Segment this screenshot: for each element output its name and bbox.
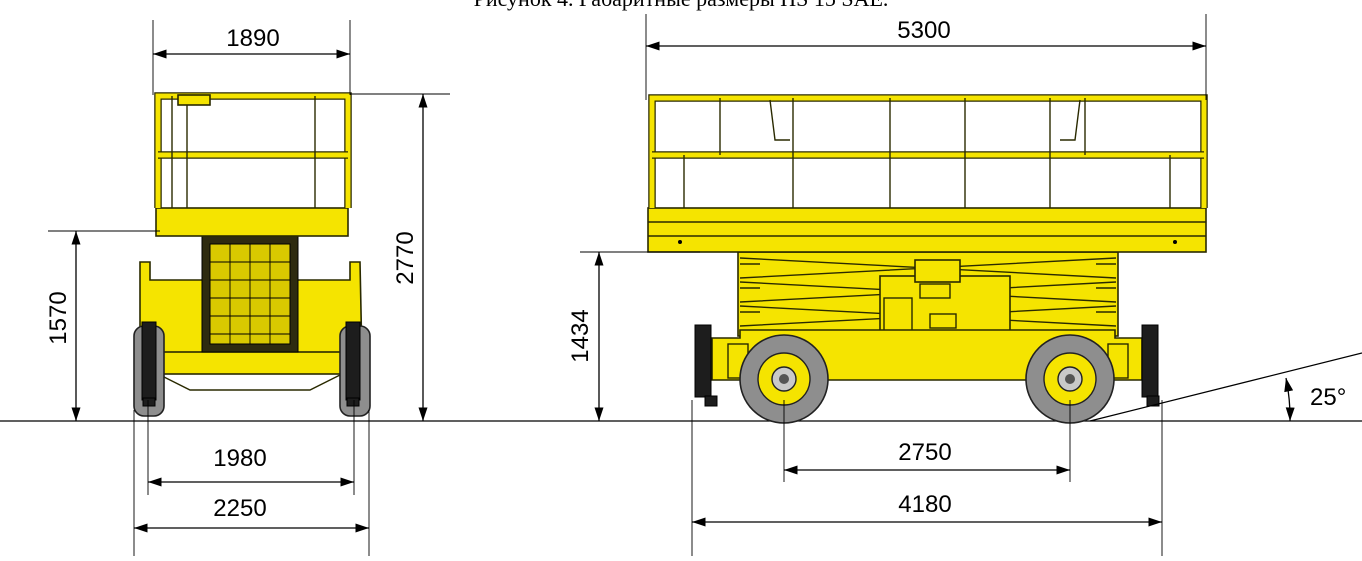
- front-dimensions: [48, 20, 450, 556]
- front-view-machine: [133, 92, 371, 417]
- side-view-machine: [647, 94, 1208, 424]
- dim-front-overall-width: 2250: [213, 495, 266, 522]
- dim-side-wheelbase: 2750: [898, 439, 951, 466]
- dim-side-platform-height: 1434: [567, 309, 594, 362]
- dim-front-total-height: 2770: [392, 231, 419, 284]
- dim-front-track: 1980: [213, 445, 266, 472]
- figure-caption: Рисунок 4. Габаритные размеры HS 15 SAE.: [0, 0, 1362, 12]
- side-dimensions: [580, 14, 1362, 556]
- dim-front-platform-height: 1570: [45, 291, 72, 344]
- dim-side-overall-length: 4180: [898, 491, 951, 518]
- dim-front-platform-width: 1890: [226, 25, 279, 52]
- dim-side-ramp-angle: 25°: [1310, 384, 1346, 411]
- dim-side-platform-length: 5300: [897, 17, 950, 44]
